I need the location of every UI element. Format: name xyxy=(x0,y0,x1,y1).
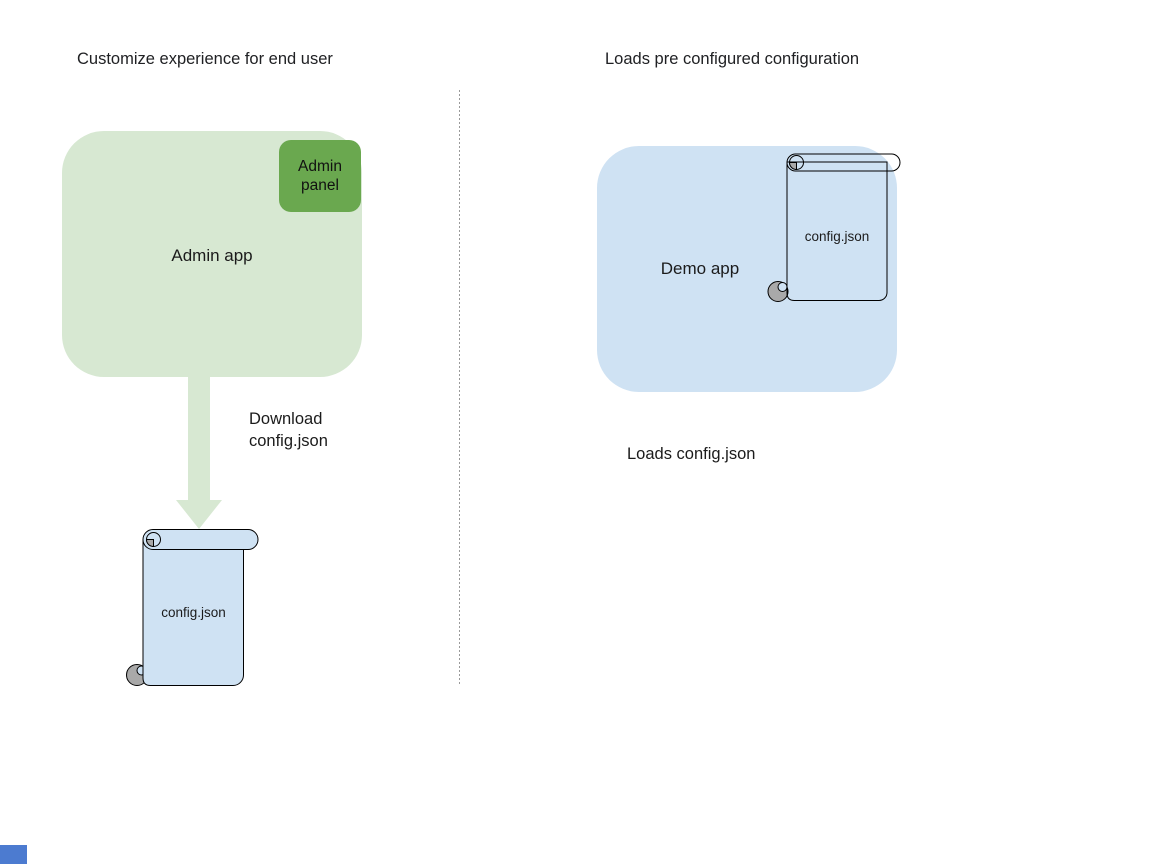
download-config-label-line2: config.json xyxy=(249,432,328,450)
demo-app-box: Demo app xyxy=(597,146,897,392)
config-json-scroll-left: config.json xyxy=(125,526,260,688)
scroll-bottom-curl-notch xyxy=(777,282,788,292)
download-config-label: Download config.json xyxy=(249,408,328,452)
download-arrow-shape xyxy=(176,377,222,529)
scroll-top-curl-shade xyxy=(145,539,154,548)
scroll-shape-icon xyxy=(126,529,259,686)
loads-config-caption: Loads config.json xyxy=(627,445,756,463)
scroll-body xyxy=(142,539,244,686)
admin-app-label: Admin app xyxy=(171,246,253,265)
scroll-top-roll xyxy=(786,153,901,172)
demo-app-label: Demo app xyxy=(660,259,740,278)
config-json-scroll-right: config.json xyxy=(763,148,908,308)
corner-blue-square xyxy=(0,845,27,864)
config-json-label-left: config.json xyxy=(161,605,226,620)
scroll-top-curl-shade xyxy=(788,162,797,171)
admin-panel-label: Admin panel xyxy=(298,158,342,194)
download-arrow-icon xyxy=(176,377,222,529)
scroll-shape-icon xyxy=(767,153,901,302)
right-section-title: Loads pre configured configuration xyxy=(605,50,860,68)
scroll-body xyxy=(786,161,888,301)
admin-panel-box: Admin panel xyxy=(279,140,361,212)
admin-app-box: Admin app Admin panel xyxy=(62,131,362,377)
download-config-label-line1: Download xyxy=(249,410,323,428)
scroll-top-roll xyxy=(142,529,259,550)
section-divider-line xyxy=(459,90,460,685)
config-json-label-right: config.json xyxy=(804,229,870,244)
left-section-title: Customize experience for end user xyxy=(77,50,333,68)
